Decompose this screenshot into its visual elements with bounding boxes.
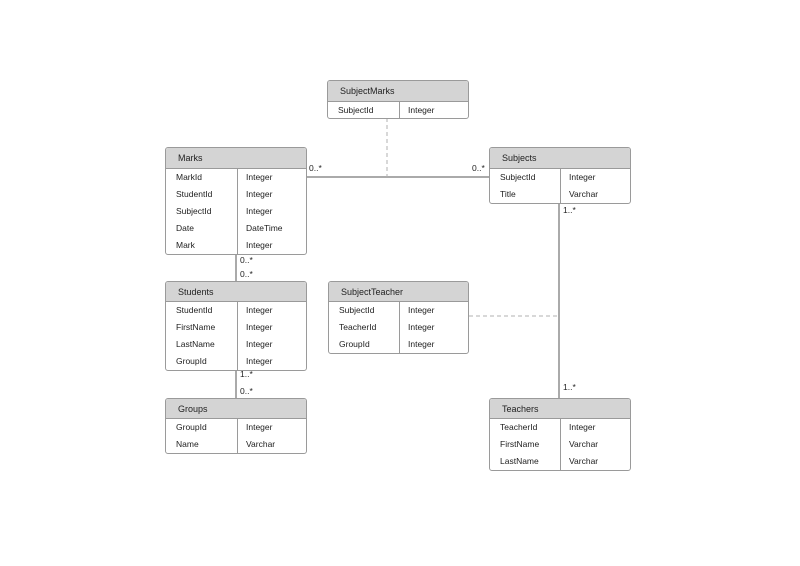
entity-title: Marks	[178, 153, 203, 163]
field-type: Integer	[246, 240, 273, 250]
field-name: MarkId	[176, 172, 202, 182]
multiplicity-label: 0..*	[472, 163, 485, 173]
field-type: Integer	[408, 322, 435, 332]
entity-title: SubjectTeacher	[341, 287, 404, 297]
field-row: SubjectId Integer	[490, 169, 630, 186]
field-name: Date	[176, 223, 194, 233]
field-type: Integer	[408, 305, 435, 315]
field-name: GroupId	[176, 356, 207, 366]
multiplicity-label: 0..*	[309, 163, 322, 173]
field-row: SubjectId Integer	[166, 203, 306, 220]
field-row: SubjectId Integer	[328, 102, 468, 118]
field-row: SubjectId Integer	[329, 302, 468, 319]
field-row: StudentId Integer	[166, 302, 306, 319]
field-row: Name Varchar	[166, 436, 306, 453]
field-name: TeacherId	[339, 322, 377, 332]
entity-subjects[interactable]: Subjects SubjectId Integer Title Varchar	[489, 147, 631, 204]
field-name: TeacherId	[500, 422, 538, 432]
entity-groups[interactable]: Groups GroupId Integer Name Varchar	[165, 398, 307, 454]
field-type: Varchar	[246, 439, 276, 449]
field-row: LastName Varchar	[490, 453, 630, 470]
field-row: Mark Integer	[166, 237, 306, 254]
field-row: LastName Integer	[166, 336, 306, 353]
entity-title: SubjectMarks	[340, 86, 395, 96]
field-type: Integer	[569, 422, 596, 432]
field-type: Integer	[246, 189, 273, 199]
field-type: Integer	[246, 422, 273, 432]
field-name: FirstName	[500, 439, 540, 449]
field-type: Varchar	[569, 439, 599, 449]
entity-title: Groups	[178, 404, 208, 414]
field-row: GroupId Integer	[166, 419, 306, 436]
field-name: StudentId	[176, 189, 213, 199]
entity-teachers[interactable]: Teachers TeacherId Integer FirstName Var…	[489, 398, 631, 471]
multiplicity-label: 0..*	[240, 255, 253, 265]
entity-title: Students	[178, 287, 214, 297]
field-name: SubjectId	[500, 172, 536, 182]
field-name: SubjectId	[338, 105, 374, 115]
entity-students[interactable]: Students StudentId Integer FirstName Int…	[165, 281, 307, 371]
entity-subjectmarks[interactable]: SubjectMarks SubjectId Integer	[327, 80, 469, 119]
multiplicity-label: 0..*	[240, 386, 253, 396]
field-type: DateTime	[246, 223, 283, 233]
entity-title: Subjects	[502, 153, 537, 163]
field-row: GroupId Integer	[166, 353, 306, 370]
field-type: Integer	[246, 322, 273, 332]
field-type: Integer	[408, 339, 435, 349]
field-row: FirstName Varchar	[490, 436, 630, 453]
field-type: Integer	[408, 105, 435, 115]
field-name: Name	[176, 439, 199, 449]
field-type: Integer	[246, 172, 273, 182]
multiplicity-label: 1..*	[563, 205, 576, 215]
multiplicity-label: 0..*	[240, 269, 253, 279]
field-row: TeacherId Integer	[490, 419, 630, 436]
field-name: StudentId	[176, 305, 213, 315]
field-row: Title Varchar	[490, 186, 630, 203]
field-type: Integer	[246, 339, 273, 349]
field-name: SubjectId	[176, 206, 212, 216]
entity-title: Teachers	[502, 404, 539, 414]
field-name: GroupId	[176, 422, 207, 432]
entity-subjectteacher[interactable]: SubjectTeacher SubjectId Integer Teacher…	[328, 281, 469, 354]
field-row: Date DateTime	[166, 220, 306, 237]
field-row: TeacherId Integer	[329, 319, 468, 336]
field-type: Integer	[246, 206, 273, 216]
field-name: LastName	[500, 456, 539, 466]
field-type: Varchar	[569, 189, 599, 199]
field-row: GroupId Integer	[329, 336, 468, 353]
field-row: FirstName Integer	[166, 319, 306, 336]
field-name: LastName	[176, 339, 215, 349]
field-name: Title	[500, 189, 516, 199]
field-type: Varchar	[569, 456, 599, 466]
field-row: MarkId Integer	[166, 169, 306, 186]
multiplicity-label: 1..*	[563, 382, 576, 392]
field-name: SubjectId	[339, 305, 375, 315]
field-type: Integer	[246, 305, 273, 315]
entity-marks[interactable]: Marks MarkId Integer StudentId Integer S…	[165, 147, 307, 255]
multiplicity-label: 1..*	[240, 369, 253, 379]
field-type: Integer	[569, 172, 596, 182]
field-type: Integer	[246, 356, 273, 366]
field-name: Mark	[176, 240, 195, 250]
field-name: FirstName	[176, 322, 216, 332]
field-row: StudentId Integer	[166, 186, 306, 203]
field-name: GroupId	[339, 339, 370, 349]
